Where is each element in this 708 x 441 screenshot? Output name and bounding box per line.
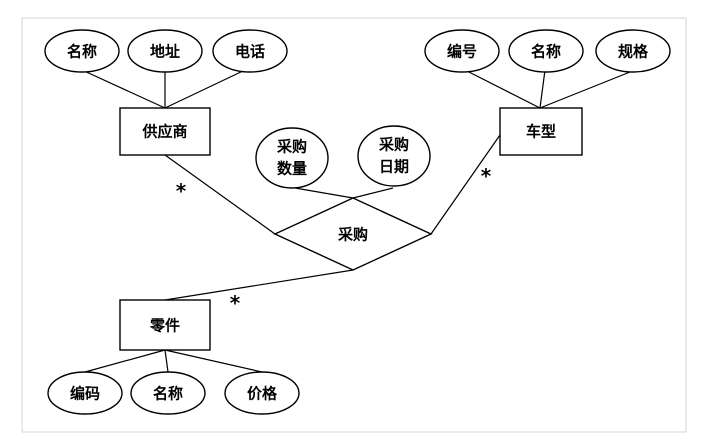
cardinality-part: * (230, 291, 241, 315)
line-part-purchase (164, 269, 354, 301)
attribute-part-code: 编码 (47, 371, 123, 415)
entity-supplier: 供应商 (119, 107, 211, 156)
attribute-purchase-quantity-line1: 采购 (276, 138, 307, 156)
line-part-price (164, 349, 263, 373)
entity-supplier-label: 供应商 (141, 123, 187, 141)
line-supplier-phone (164, 69, 246, 109)
line-part-name (164, 349, 169, 373)
line-car-model-id (464, 69, 541, 109)
attribute-part-name: 名称 (130, 371, 206, 415)
attribute-car-model-name-label: 名称 (531, 43, 561, 61)
relationship-purchase: 采购 (273, 197, 433, 271)
attribute-part-price-ellipse (224, 371, 300, 415)
attribute-supplier-name-label: 名称 (67, 43, 97, 61)
attribute-part-code-ellipse (47, 371, 123, 415)
attribute-supplier-phone: 电话 (212, 29, 288, 73)
relationship-purchase-label: 采购 (337, 226, 368, 244)
cardinality-car-model: * (481, 164, 492, 188)
attribute-purchase-quantity: 采购 数量 (255, 127, 329, 189)
connector-lines (81, 69, 636, 373)
attribute-car-model-id-label: 编号 (447, 43, 477, 61)
line-part-code (84, 349, 166, 373)
line-car-model-purchase (430, 134, 501, 235)
line-supplier-purchase (164, 154, 276, 235)
attribute-supplier-name: 名称 (44, 29, 120, 73)
cardinality-supplier: * (176, 179, 187, 203)
relationship-purchase-diamond (273, 197, 433, 271)
entity-car-model: 车型 (499, 107, 583, 156)
entity-car-model-box (499, 107, 583, 156)
attribute-purchase-quantity-line2: 数量 (277, 160, 307, 178)
attribute-car-model-name: 名称 (508, 29, 584, 73)
entity-part-label: 零件 (149, 317, 180, 335)
line-supplier-name (81, 69, 166, 109)
line-purchase-date (352, 187, 394, 199)
line-purchase-quantity (294, 187, 354, 199)
attribute-supplier-phone-ellipse (212, 29, 288, 73)
attribute-purchase-quantity-ellipse (255, 127, 329, 189)
attribute-supplier-name-ellipse (44, 29, 120, 73)
attribute-part-price: 价格 (224, 371, 300, 415)
attribute-purchase-date-ellipse (357, 125, 431, 187)
attribute-part-price-label: 价格 (247, 385, 278, 403)
attribute-purchase-date-line2: 日期 (379, 158, 409, 176)
entity-part-box (119, 299, 211, 351)
entity-supplier-box (119, 107, 211, 156)
attribute-supplier-address-label: 地址 (150, 43, 180, 61)
attribute-car-model-id: 编号 (424, 29, 500, 73)
attribute-car-model-spec: 规格 (595, 29, 671, 73)
line-car-model-name (539, 69, 546, 109)
attribute-supplier-phone-label: 电话 (235, 43, 265, 61)
attribute-part-name-label: 名称 (153, 385, 183, 403)
attribute-car-model-name-ellipse (508, 29, 584, 73)
entity-part: 零件 (119, 299, 211, 351)
attribute-car-model-id-ellipse (424, 29, 500, 73)
attribute-car-model-spec-label: 规格 (618, 43, 649, 61)
attribute-purchase-date-line1: 采购 (378, 136, 409, 154)
attribute-part-code-label: 编码 (70, 385, 100, 403)
entity-car-model-label: 车型 (526, 123, 556, 141)
attribute-supplier-address: 地址 (127, 29, 203, 73)
attribute-car-model-spec-ellipse (595, 29, 671, 73)
attribute-purchase-date: 采购 日期 (357, 125, 431, 187)
attribute-part-name-ellipse (130, 371, 206, 415)
attribute-supplier-address-ellipse (127, 29, 203, 73)
line-car-model-spec (539, 69, 636, 109)
